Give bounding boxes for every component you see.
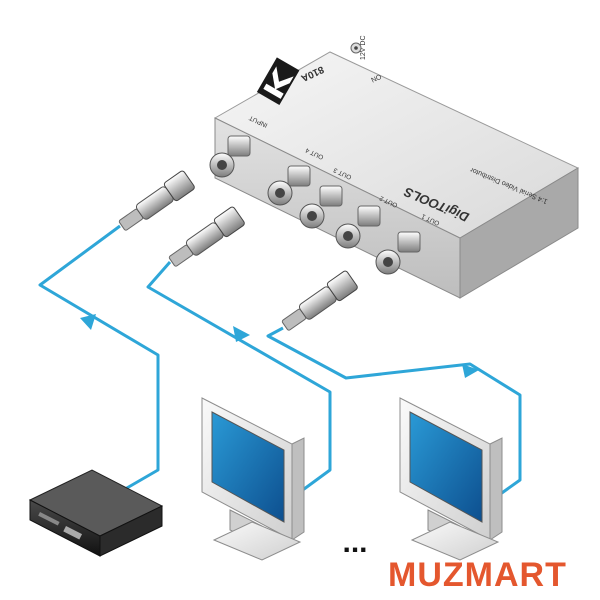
monitor-1 (201, 397, 305, 561)
cable-out4-to-monitor (146, 261, 332, 494)
cable-source-to-input (38, 224, 160, 494)
monitor-2 (399, 397, 503, 561)
bnc-out3[interactable] (299, 185, 343, 229)
arrow-right-icon (233, 326, 250, 342)
bnc-plug-out4 (168, 206, 245, 267)
power-connector[interactable] (350, 42, 362, 54)
cables (38, 224, 522, 502)
watermark: MUZMART (388, 556, 567, 594)
bnc-plug-out1 (281, 270, 358, 331)
arrow-up-icon (80, 314, 96, 330)
bnc-plug-input (118, 170, 195, 231)
cable-arrows (80, 314, 479, 378)
on-label: ON (370, 72, 382, 83)
bnc-out2[interactable] (335, 205, 381, 249)
video-source-player (28, 469, 164, 557)
bnc-connectors (209, 135, 421, 275)
power-label: 12V DC (360, 35, 367, 60)
bnc-input[interactable] (209, 135, 251, 178)
device-side (459, 167, 579, 299)
arrow-right-icon (462, 364, 479, 378)
cable-out1-to-monitor (266, 326, 522, 502)
bnc-out1[interactable] (375, 231, 421, 275)
ellipsis: ... (342, 526, 367, 559)
bnc-out4[interactable] (267, 165, 311, 206)
kramer-logo (256, 57, 300, 106)
video-distributor: 810A ON 12V DC DigiTOOLS 1:4 Serial Vide… (209, 35, 580, 299)
